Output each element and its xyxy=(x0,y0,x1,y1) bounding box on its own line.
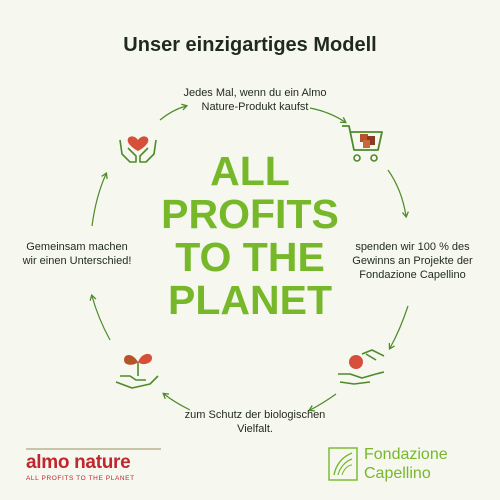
slogan-line: PLANET xyxy=(168,277,332,323)
arrow-buy-to-cart xyxy=(309,107,347,124)
arrow-cart-to-donate xyxy=(387,169,409,219)
fondazione-capellino-logo: Fondazione Capellino xyxy=(328,445,498,485)
arrow-coin-to-protect xyxy=(307,393,337,412)
fondazione-line2: Capellino xyxy=(364,465,431,482)
arrow-plant-to-together xyxy=(89,293,111,341)
fondazione-mark-icon xyxy=(328,447,358,481)
fondazione-line1: Fondazione xyxy=(364,446,448,463)
almo-logo-tagline: ALL PROFITS TO THE PLANET xyxy=(26,475,135,482)
slogan-line: TO THE xyxy=(175,234,325,280)
almo-logo-line xyxy=(26,448,161,450)
slogan-line: ALL xyxy=(210,148,290,194)
shopping-cart-icon xyxy=(342,125,383,162)
almo-logo-name: almo nature xyxy=(26,452,131,473)
hands-heart-icon xyxy=(119,136,157,163)
fondazione-logo-text: Fondazione Capellino xyxy=(364,445,448,483)
center-slogan: ALL PROFITS TO THE PLANET xyxy=(120,150,380,322)
step-protect-text: zum Schutz der biologischen Vielfalt. xyxy=(184,409,326,435)
slogan-line: PROFITS xyxy=(161,191,339,237)
diagram-title: Unser einzigartiges Modell xyxy=(123,34,377,56)
hand-giving-coin-icon xyxy=(338,349,385,385)
arrow-protect-to-plant xyxy=(162,392,191,411)
step-together-text: Gemeinsam machen wir einen Unterschied! xyxy=(22,241,132,267)
hand-plant-icon xyxy=(115,353,159,389)
step-buy-text: Jedes Mal, wenn du ein Almo Nature-Produ… xyxy=(183,87,327,113)
arrow-donate-to-coin xyxy=(388,305,409,350)
arrow-hands-to-buy xyxy=(159,103,189,121)
arrow-together-to-hands xyxy=(91,171,108,227)
almo-nature-logo: almo nature ALL PROFITS TO THE PLANET xyxy=(26,448,161,482)
step-donate-text: spenden wir 100 % des Gewinns an Projekt… xyxy=(352,241,473,281)
